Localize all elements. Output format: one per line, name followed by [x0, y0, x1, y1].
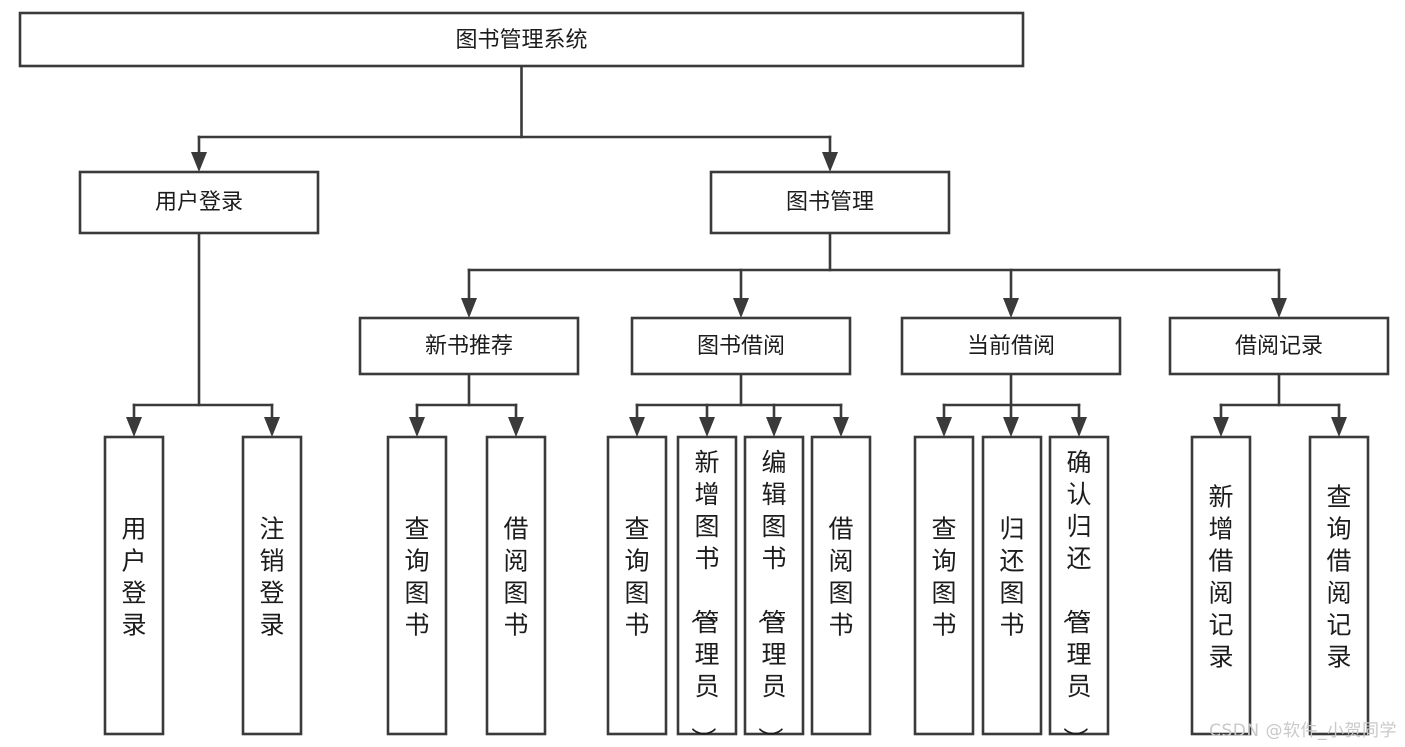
node-leaf-query-book-1-label: 查询图书	[404, 515, 429, 640]
node-leaf-query-record-label: 查询借阅记录	[1326, 483, 1351, 672]
arrow-to-borrow-record	[1271, 298, 1287, 318]
arrow-to-leaf-confirm-return	[1071, 417, 1087, 437]
node-new-book-recommend-box[interactable]	[358, 316, 580, 376]
node-leaf-add-book[interactable]: 新增图书（管理员）	[676, 435, 738, 747]
arrow-to-leaf-add-record	[1213, 417, 1229, 437]
node-borrow-record-label: 借阅记录	[1235, 334, 1323, 359]
node-leaf-user-logout[interactable]: 注销登录	[241, 435, 303, 736]
node-leaf-edit-book-box[interactable]	[743, 435, 805, 736]
node-leaf-add-book-box[interactable]	[676, 435, 738, 736]
arrow-to-current-borrow	[1003, 298, 1019, 318]
arrow-to-leaf-query-record	[1331, 417, 1347, 437]
node-leaf-user-logout-box[interactable]	[241, 435, 303, 736]
node-leaf-return-book[interactable]: 归还图书	[981, 435, 1043, 736]
node-user-login-box[interactable]	[78, 170, 320, 235]
node-leaf-return-book-label: 归还图书	[999, 515, 1024, 640]
arrow-to-leaf-query-book-2	[629, 417, 645, 437]
node-book-manage-box[interactable]	[709, 170, 951, 235]
node-leaf-query-book-1-box[interactable]	[386, 435, 448, 736]
connector-group	[126, 64, 1347, 437]
node-leaf-add-book-label: 新增图书（管理员）	[688, 448, 719, 747]
node-leaf-query-book-3-label: 查询图书	[931, 515, 956, 640]
node-root[interactable]: 图书管理系统	[18, 11, 1025, 68]
arrow-to-leaf-add-book	[699, 417, 715, 437]
node-book-borrow-box[interactable]	[630, 316, 852, 376]
leaf-node-layer: 用户登录 注销登录 查询图书 借阅图书 查询图书 新增图书（管理员） 编辑图书（管理员） 借阅…	[103, 435, 1370, 747]
node-leaf-borrow-book-1-label: 借阅图书	[503, 515, 528, 640]
node-leaf-user-logout-label: 注销登录	[259, 515, 284, 640]
node-leaf-query-book-1[interactable]: 查询图书	[386, 435, 448, 736]
node-book-borrow-label: 图书借阅	[697, 334, 785, 359]
node-leaf-add-record[interactable]: 新增借阅记录	[1190, 435, 1252, 736]
node-leaf-query-book-3-box[interactable]	[913, 435, 975, 736]
node-user-login[interactable]: 用户登录	[78, 170, 320, 235]
arrow-to-leaf-edit-book	[766, 417, 782, 437]
node-leaf-query-book-2-label: 查询图书	[624, 515, 649, 640]
node-leaf-borrow-book-2-box[interactable]	[810, 435, 872, 736]
arrow-to-leaf-borrow-book-2	[833, 417, 849, 437]
node-leaf-query-record-box[interactable]	[1308, 435, 1370, 736]
node-book-manage-label: 图书管理	[786, 190, 874, 215]
node-leaf-confirm-return[interactable]: 确认归还（管理员）	[1048, 435, 1110, 747]
arrow-to-leaf-borrow-book-1	[508, 417, 524, 437]
node-leaf-confirm-return-label: 确认归还（管理员）	[1060, 448, 1091, 747]
node-current-borrow[interactable]: 当前借阅	[900, 316, 1122, 376]
node-leaf-user-login-box[interactable]	[103, 435, 165, 736]
node-leaf-borrow-book-2[interactable]: 借阅图书	[810, 435, 872, 736]
node-leaf-add-record-box[interactable]	[1190, 435, 1252, 736]
node-new-book-recommend[interactable]: 新书推荐	[358, 316, 580, 376]
node-leaf-edit-book-label: 编辑图书（管理员）	[755, 448, 786, 747]
node-book-manage[interactable]: 图书管理	[709, 170, 951, 235]
node-leaf-query-book-3[interactable]: 查询图书	[913, 435, 975, 736]
arrow-to-leaf-user-login	[126, 417, 142, 437]
node-leaf-confirm-return-box[interactable]	[1048, 435, 1110, 736]
arrow-to-leaf-query-book-1	[409, 417, 425, 437]
arrow-to-book-manage	[822, 152, 838, 172]
arrow-to-book-borrow	[733, 298, 749, 318]
node-new-book-recommend-label: 新书推荐	[425, 334, 513, 359]
node-root-box[interactable]	[18, 11, 1025, 68]
arrow-to-new-book-recommend	[461, 298, 477, 318]
arrow-to-leaf-query-book-3	[936, 417, 952, 437]
node-leaf-edit-book[interactable]: 编辑图书（管理员）	[743, 435, 805, 747]
node-leaf-query-book-2-box[interactable]	[606, 435, 668, 736]
node-current-borrow-box[interactable]	[900, 316, 1122, 376]
node-leaf-borrow-book-2-label: 借阅图书	[828, 515, 853, 640]
watermark-label: CSDN @软件_小贺同学	[1209, 721, 1397, 741]
node-leaf-query-record[interactable]: 查询借阅记录	[1308, 435, 1370, 736]
node-leaf-query-book-2[interactable]: 查询图书	[606, 435, 668, 736]
node-borrow-record-box[interactable]	[1168, 316, 1390, 376]
node-root-label: 图书管理系统	[455, 28, 587, 53]
node-leaf-user-login-label: 用户登录	[121, 515, 146, 640]
node-current-borrow-label: 当前借阅	[967, 334, 1055, 359]
node-user-login-label: 用户登录	[155, 190, 243, 215]
node-leaf-user-login[interactable]: 用户登录	[103, 435, 165, 736]
arrow-to-leaf-return-book	[1003, 417, 1019, 437]
arrow-to-leaf-user-logout	[264, 417, 280, 437]
node-leaf-borrow-book-1[interactable]: 借阅图书	[485, 435, 547, 736]
node-book-borrow[interactable]: 图书借阅	[630, 316, 852, 376]
arrow-to-user-login	[191, 152, 207, 172]
node-leaf-add-record-label: 新增借阅记录	[1208, 483, 1233, 672]
node-leaf-return-book-box[interactable]	[981, 435, 1043, 736]
node-borrow-record[interactable]: 借阅记录	[1168, 316, 1390, 376]
node-leaf-borrow-book-1-box[interactable]	[485, 435, 547, 736]
